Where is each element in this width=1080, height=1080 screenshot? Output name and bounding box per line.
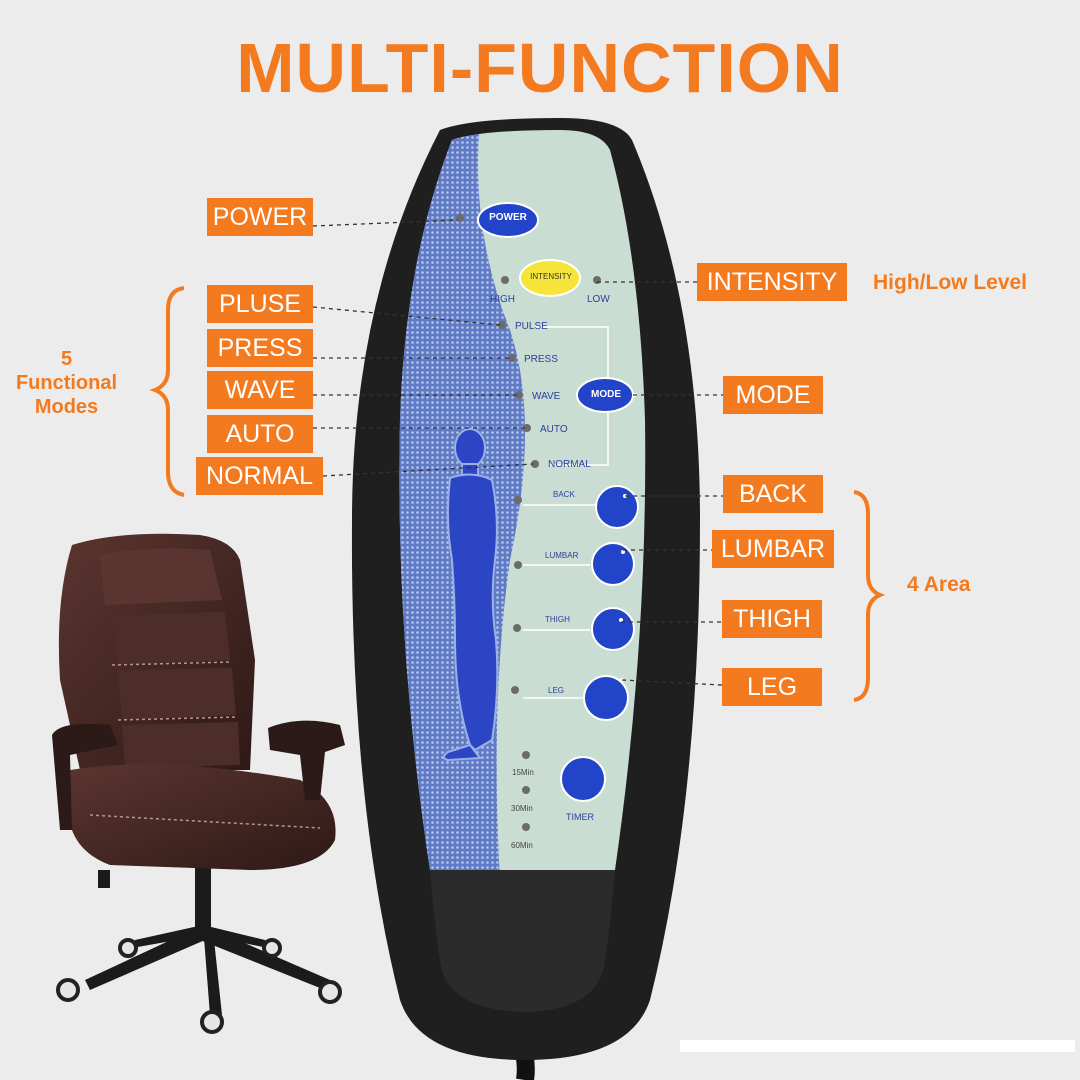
remote-60min-label: 60Min (511, 841, 533, 850)
tag-leg: LEG (722, 668, 822, 706)
remote-timer-label: TIMER (566, 812, 594, 822)
remote-back-label: BACK (553, 490, 575, 499)
note-modes-count: 5 (60, 348, 73, 370)
remote-thigh-label: THIGH (545, 615, 570, 624)
remote-auto-label: AUTO (540, 424, 568, 435)
note-modes-line2: Modes (34, 396, 99, 418)
tag-thigh: THIGH (722, 600, 822, 638)
tag-press: PRESS (207, 329, 313, 367)
tag-auto: AUTO (207, 415, 313, 453)
area-brace (853, 490, 886, 702)
tag-pluse: PLUSE (207, 285, 313, 323)
remote-leg-label: LEG (548, 686, 565, 695)
remote-pulse-label: PULSE (515, 321, 548, 332)
leader-lines (312, 219, 723, 686)
remote-intensity-label: INTENSITY (530, 272, 572, 281)
remote-control-image (351, 118, 700, 1080)
office-chair-image (52, 533, 345, 1034)
tag-mode: MODE (723, 376, 823, 414)
human-silhouette (443, 428, 499, 762)
remote-low-label: LOW (587, 294, 610, 305)
tag-wave: WAVE (207, 371, 313, 409)
tag-intensity: INTENSITY (697, 263, 847, 301)
note-functional-modes: 5 Functional Modes (0, 347, 133, 419)
tag-back: BACK (723, 475, 823, 513)
note-4-area: 4 Area (907, 573, 971, 596)
remote-15min-label: 15Min (512, 768, 534, 777)
note-high-low-level: High/Low Level (873, 271, 1028, 294)
remote-mode-label: MODE (591, 389, 621, 400)
bottom-white-strip (680, 1040, 1075, 1052)
modes-brace (149, 286, 185, 497)
note-modes-line1: Functional (15, 372, 118, 394)
remote-normal-label: NORMAL (548, 459, 591, 470)
remote-high-label: HIGH (490, 294, 515, 305)
tag-lumbar: LUMBAR (712, 530, 834, 568)
tag-normal: NORMAL (196, 457, 323, 495)
page-title: MULTI-FUNCTION (236, 29, 844, 107)
remote-lumbar-label: LUMBAR (545, 551, 579, 560)
remote-press-label: PRESS (524, 354, 558, 365)
remote-power-label: POWER (489, 212, 527, 223)
remote-30min-label: 30Min (511, 804, 533, 813)
chair-base (56, 860, 342, 1034)
remote-wave-label: WAVE (532, 391, 561, 402)
tag-power: POWER (207, 198, 313, 236)
